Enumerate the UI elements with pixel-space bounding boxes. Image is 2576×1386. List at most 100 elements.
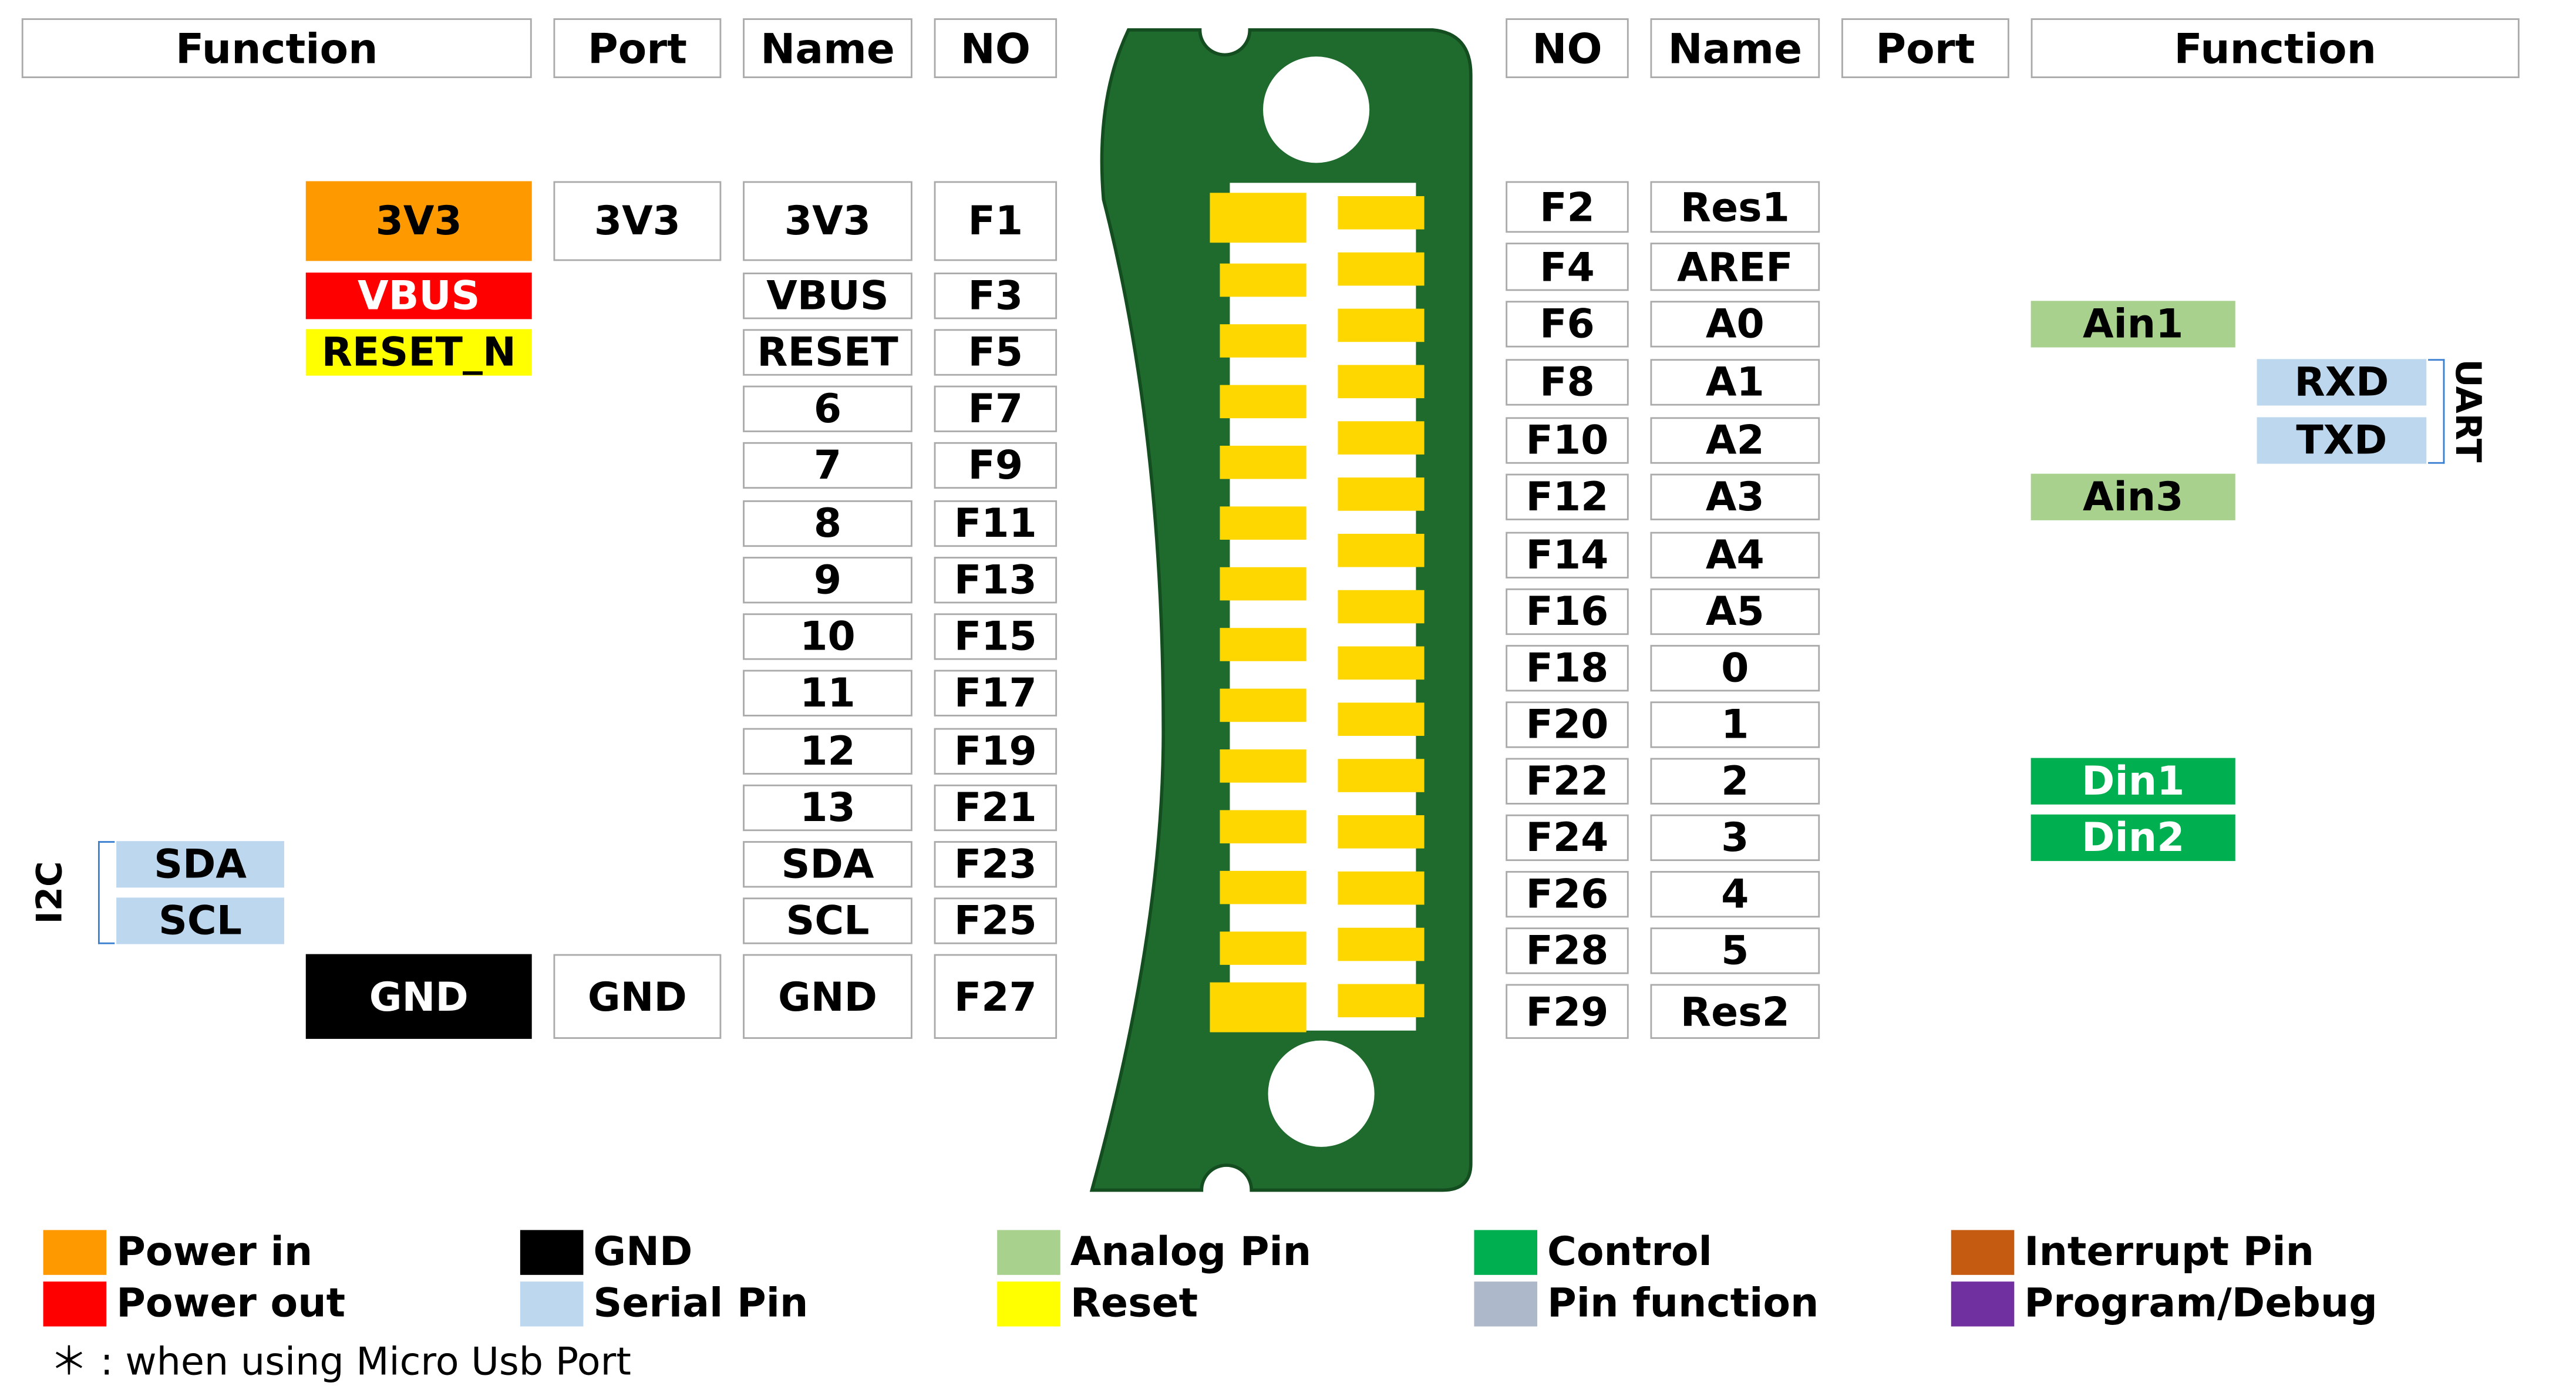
header-name-right: Name [1650,18,1820,79]
pin-f12: F12 [1506,473,1629,520]
pin-f26: F26 [1506,871,1629,918]
header-no-right: NO [1506,18,1629,79]
legend-swatch [43,1280,107,1326]
pin-f13: F13 [934,557,1058,604]
name-11: 11 [743,670,912,716]
pad-left [1220,628,1306,661]
pad-left [1220,870,1306,904]
pad-left [1220,688,1306,722]
pad-right [1338,365,1425,399]
pad-right [1338,984,1425,1018]
function-gnd: GND [305,954,532,1039]
name-gnd: GND [743,954,912,1039]
pin-f15: F15 [934,613,1058,660]
pin-f25: F25 [934,897,1058,944]
function-scl: SCL [116,897,284,944]
legend-pin-function: Pin function [1474,1280,1819,1327]
legend-analog-pin: Analog Pin [997,1229,1311,1275]
legend-swatch [1474,1229,1538,1274]
header-function-left: Function [21,18,532,79]
pin-f22: F22 [1506,758,1629,805]
pin-f4: F4 [1506,243,1629,291]
header-name-left: Name [743,18,912,79]
legend-gnd: GND [520,1229,692,1275]
port-3v3: 3V3 [553,181,722,261]
pad-right [1338,477,1425,511]
header-no-left: NO [934,18,1058,79]
name-reset: RESET [743,329,912,376]
name-6: 6 [743,385,912,432]
name-4: 4 [1650,871,1820,918]
port-gnd: GND [553,954,722,1039]
pad-right [1338,871,1425,905]
header-function-right: Function [2031,18,2520,79]
name-8: 8 [743,500,912,547]
pin-f19: F19 [934,728,1058,775]
pin-f20: F20 [1506,701,1629,748]
name-0: 0 [1650,645,1820,692]
pads-left [1210,193,1306,1032]
pin-f14: F14 [1506,531,1629,578]
mounting-hole-top [1263,56,1370,163]
name-7: 7 [743,442,912,489]
i2c-bracket [97,841,115,944]
name-3: 3 [1650,814,1820,862]
name-a3: A3 [1650,473,1820,520]
function-3v3: 3V3 [305,181,532,261]
pin-f21: F21 [934,784,1058,832]
name-12: 12 [743,728,912,775]
name-2: 2 [1650,758,1820,805]
function-din1: Din1 [2031,758,2235,805]
pin-f29: F29 [1506,984,1629,1039]
legend-swatch [1951,1229,2015,1274]
pin-f3: F3 [934,273,1058,319]
legend-swatch [520,1280,584,1326]
pad-left [1220,385,1306,419]
pin-f16: F16 [1506,588,1629,635]
legend-reset: Reset [997,1280,1198,1327]
legend-program-debug: Program/Debug [1951,1280,2378,1327]
legend-swatch [997,1280,1060,1326]
name-3v3: 3V3 [743,181,912,261]
name-aref: AREF [1650,243,1820,291]
name-13: 13 [743,784,912,832]
pad-right [1338,590,1425,624]
uart-label: UART [2448,359,2488,463]
name-sda: SDA [743,841,912,888]
pad-right [1338,702,1425,736]
header-port-left: Port [553,18,722,79]
legend-control: Control [1474,1229,1712,1275]
name-res1: Res1 [1650,181,1820,233]
name-a1: A1 [1650,359,1820,406]
pad-left [1220,506,1306,540]
pin-f23: F23 [934,841,1058,888]
pad-right [1338,815,1425,849]
pad-left [1220,324,1306,358]
name-scl: SCL [743,897,912,944]
pin-f17: F17 [934,670,1058,716]
pad-left [1220,445,1306,479]
name-1: 1 [1650,701,1820,748]
function-reset-n: RESET_N [305,329,532,376]
legend-serial-pin: Serial Pin [520,1280,808,1327]
pin-f24: F24 [1506,814,1629,862]
function-ain3: Ain3 [2031,473,2235,520]
uart-bracket [2428,359,2445,464]
pad-right [1338,927,1425,961]
pin-f18: F18 [1506,645,1629,692]
pad-right [1338,759,1425,792]
name-10: 10 [743,613,912,660]
pad-left [1220,263,1306,297]
function-vbus: VBUS [305,273,532,319]
pin-f5: F5 [934,329,1058,376]
pad-right [1338,533,1425,567]
function-txd: TXD [2257,417,2427,464]
pad-right [1338,196,1425,230]
footnote: ＊ : when using Micro Usb Port [49,1341,631,1385]
legend-swatch [520,1229,584,1274]
pad-left [1220,931,1306,965]
legend-swatch [1474,1280,1538,1326]
pin-f9: F9 [934,442,1058,489]
name-9: 9 [743,557,912,604]
function-sda: SDA [116,841,284,888]
